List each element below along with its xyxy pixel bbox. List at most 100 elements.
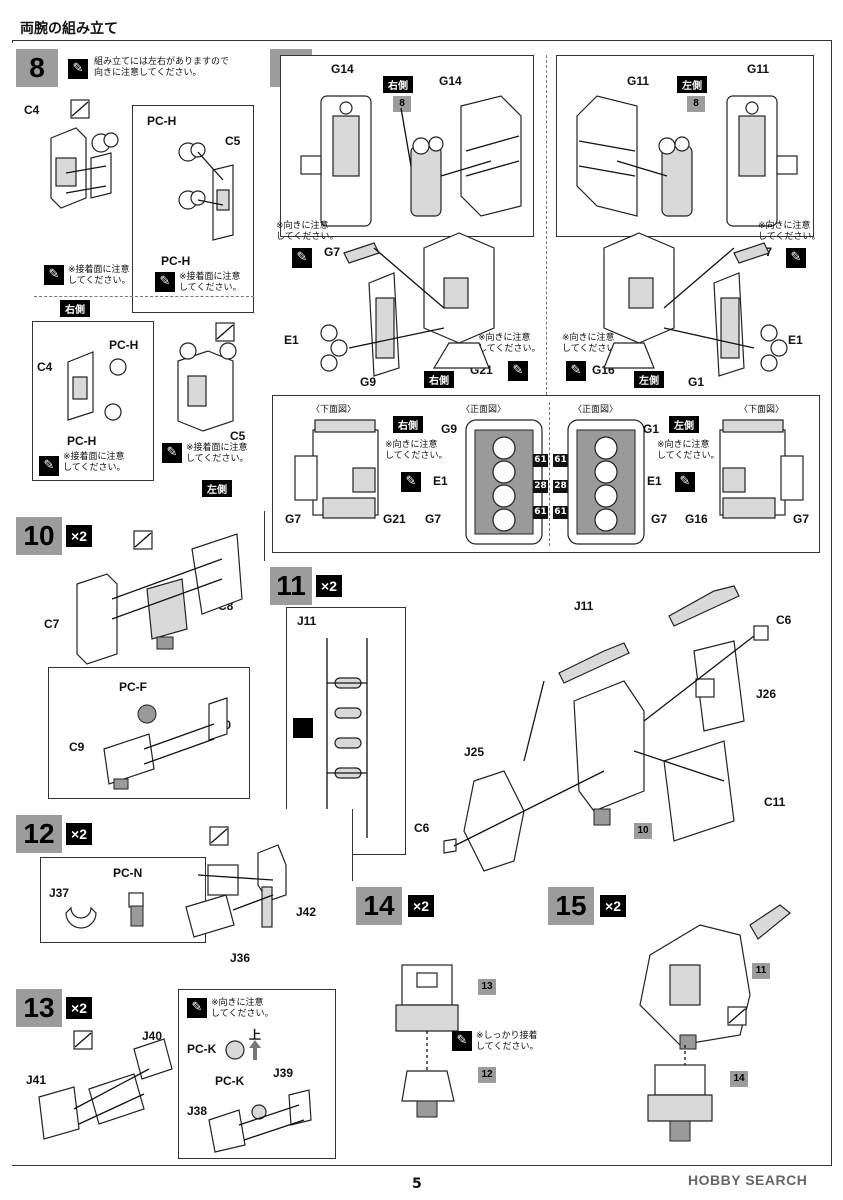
- part-label: G7: [425, 512, 442, 526]
- c4-left-drawing: [67, 351, 127, 421]
- part-label: E1: [788, 333, 803, 347]
- step-14-panel: 14 ×2 13 ✎ ※しっかり接着 してください。 12: [352, 881, 545, 1165]
- glue-icon: ✎: [452, 1031, 472, 1051]
- left-assembly-drawing: [603, 232, 788, 377]
- step-9-views-box: 〈下面図〉 右側 G9 〈正面図〉 ※向きに注意 してください。 ✎ E1 G7…: [272, 395, 820, 553]
- step-13-detail-box: ✎ ※向きに注意 してください。 PC-K 上 PC-K J39 J38: [178, 989, 336, 1159]
- right-assembly-drawing: [320, 232, 495, 377]
- bottom-view-label: 〈下面図〉: [739, 405, 785, 415]
- glue-icon: ✎: [401, 472, 421, 492]
- part-label: G9: [360, 375, 377, 389]
- g11-drawing: [576, 95, 798, 227]
- part-label: C5: [225, 134, 241, 148]
- g14-drawing: [300, 95, 522, 227]
- part-label: C11: [764, 795, 786, 809]
- step-ref: 11: [752, 963, 770, 979]
- code-badge: 28: [533, 480, 548, 493]
- bottom-view-label: 〈下面図〉: [311, 405, 357, 415]
- orientation-note: ※向きに注意 してください。: [562, 333, 625, 354]
- step-15-panel: 15 ×2 11 14: [544, 881, 830, 1165]
- j36-j42-drawing: [185, 826, 287, 938]
- glue-icon: ✎: [44, 265, 64, 285]
- step-ref: 13: [478, 979, 496, 995]
- step-14-drawing: [395, 964, 459, 1118]
- part-label: C5: [230, 429, 246, 443]
- step-10-detail-box: PC-F C10 C9: [48, 667, 250, 799]
- step-9-left-detail: G11 G11 左側 8: [556, 55, 814, 237]
- part-label: J11: [574, 599, 594, 613]
- views-divider: [549, 402, 550, 546]
- page-title: 両腕の組み立て: [20, 21, 118, 37]
- step-9-panel: 9 G14 G14 右側 8 G11 G11 左側 8: [264, 43, 830, 562]
- step-12-detail-box: PC-N J37: [40, 857, 206, 943]
- right-side-tag: 右側: [383, 76, 413, 93]
- adhesion-note: ※接着面に注意 してください。: [63, 452, 126, 473]
- part-label: PC-F: [119, 680, 147, 694]
- part-label: G7: [651, 512, 668, 526]
- cut-icon: [293, 718, 313, 738]
- step-number: 14: [356, 887, 402, 925]
- part-label: J39: [273, 1066, 294, 1080]
- j38-j39-drawing: [208, 1089, 312, 1153]
- code-badge: 61: [533, 506, 548, 519]
- arm-assembly-drawing: [443, 585, 769, 872]
- step-ref: 12: [478, 1067, 496, 1083]
- part-label: C6: [414, 821, 430, 835]
- step-13-panel: 13 ×2 J40 J41 ✎ ※向きに注意 してください。 PC-K 上 PC…: [12, 983, 353, 1165]
- left-side-tag: 左側: [677, 76, 707, 93]
- orientation-note: ※向きに注意 してください。: [211, 998, 274, 1019]
- glue-icon: ✎: [508, 361, 528, 381]
- part-label: C9: [69, 740, 85, 754]
- orientation-note: ※向きに注意 してください。: [758, 221, 821, 242]
- part-label: E1: [647, 474, 662, 488]
- code-badge: 28: [553, 480, 568, 493]
- part-label: G11: [747, 62, 770, 76]
- left-bottom-view-drawing: [719, 419, 804, 519]
- part-label: G7: [285, 512, 302, 526]
- orientation-note: ※向きに注意 してください。: [276, 221, 339, 242]
- part-label: J42: [296, 905, 317, 919]
- part-label: C7: [44, 617, 60, 631]
- step-9-right-detail: G14 G14 右側 8: [280, 55, 534, 237]
- front-view-label: 〈正面図〉: [573, 405, 619, 415]
- left-side-tag: 左側: [669, 416, 699, 433]
- code-badge: 61: [553, 454, 568, 467]
- page-number: 5: [412, 1176, 422, 1192]
- left-side-tag: 左側: [202, 480, 232, 497]
- c7-c8-drawing: [76, 530, 243, 665]
- part-label: J40: [142, 1029, 163, 1043]
- part-label: G14: [331, 62, 354, 76]
- glue-icon: ✎: [675, 472, 695, 492]
- header-bar: 両腕の組み立て: [12, 14, 832, 41]
- part-label: J26: [756, 687, 777, 701]
- multiplier-badge: ×2: [66, 997, 92, 1019]
- step-number: 15: [548, 887, 594, 925]
- divider: [34, 296, 254, 297]
- glue-icon: ✎: [566, 361, 586, 381]
- step-ref: 8: [393, 96, 411, 112]
- part-label: G16: [685, 512, 708, 526]
- part-label: PC-H: [147, 114, 177, 128]
- part-label: G9: [441, 422, 458, 436]
- multiplier-badge: ×2: [66, 823, 92, 845]
- step-number: 12: [16, 815, 62, 853]
- j40-j41-drawing: [38, 1030, 173, 1140]
- part-label: J41: [26, 1073, 47, 1087]
- firm-adhesion-note: ※しっかり接着 してください。: [476, 1031, 539, 1052]
- watermark: HOBBY SEARCH: [688, 1172, 808, 1188]
- glue-icon: ✎: [786, 248, 806, 268]
- right-bottom-view-drawing: [294, 419, 379, 519]
- left-front-view-drawing: [567, 419, 645, 545]
- step-11-panel: 11 ×2 J11 J11 C6 J26 J25 C11 C6 10: [264, 561, 830, 882]
- glue-icon: ✎: [68, 59, 88, 79]
- part-label: G14: [439, 74, 462, 88]
- part-label: PC-H: [161, 254, 191, 268]
- code-badge: 61: [533, 454, 548, 467]
- pc-k-drawing: [225, 1040, 261, 1060]
- part-label: C4: [24, 103, 40, 117]
- part-label: PC-N: [113, 866, 143, 880]
- part-label: G1: [643, 422, 660, 436]
- part-label: G7: [324, 245, 341, 259]
- pc-h-c5-drawing: [178, 142, 234, 241]
- step-ref: 8: [687, 96, 705, 112]
